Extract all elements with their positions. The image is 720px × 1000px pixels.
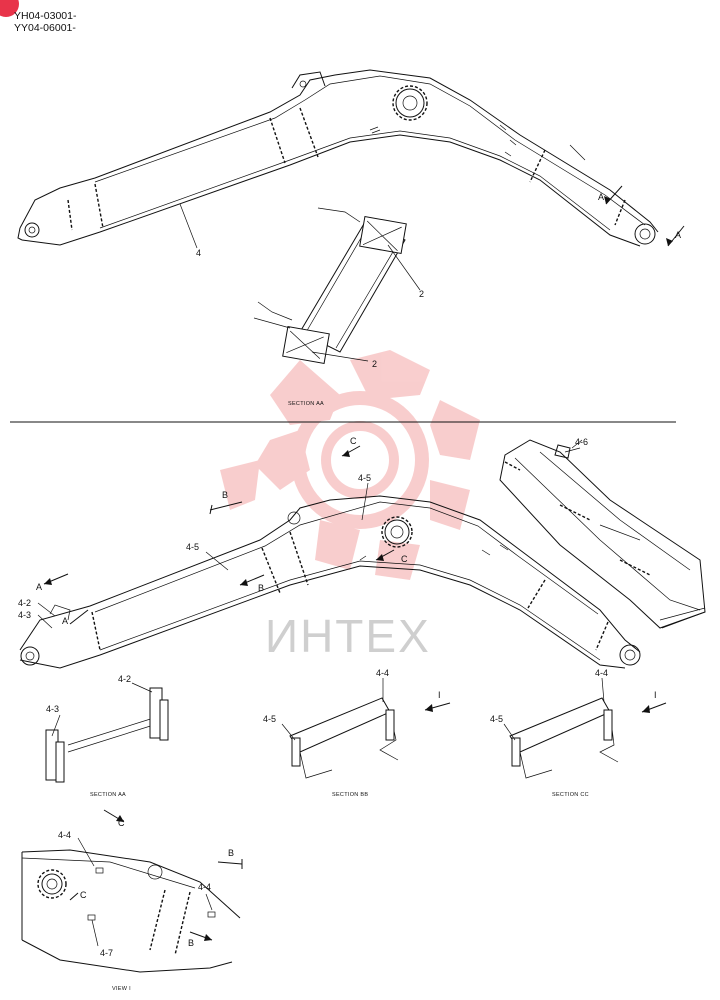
section-arrow-a: [666, 225, 685, 247]
part-label-2-lower: 2: [372, 359, 377, 369]
part-label-2-upper: 2: [419, 289, 424, 299]
part-label-4-2: 4-2: [18, 598, 31, 608]
section-cc-label-4-4: 4-4: [595, 668, 608, 678]
part-label-4-6: 4-6: [575, 437, 588, 447]
header-code-1: YH04-03001-: [14, 10, 77, 22]
watermark-text: ИНТЕХ: [265, 610, 431, 662]
boom-top-view: [17, 69, 659, 249]
part-label-4-3: 4-3: [18, 610, 31, 620]
section-arrow-a-inner-label: A: [598, 192, 604, 202]
arrow-a-left: [43, 573, 69, 585]
leader-4-2: [37, 602, 56, 617]
corner-badge: [0, 0, 19, 17]
arrow-c-mid: [375, 549, 395, 561]
arrow-b-mid-label: B: [258, 583, 264, 593]
view-1-label-4-4-left: 4-4: [58, 830, 71, 840]
arrow-c-top: [341, 445, 361, 457]
watermark-logo: [220, 350, 480, 580]
arrow-b-mid: [239, 574, 265, 586]
view-1-label-4-4-right: 4-4: [198, 882, 211, 892]
leader-4-5-left: [205, 551, 229, 571]
section-cc-label-4-5: 4-5: [490, 714, 503, 724]
section-bb-arrow-label: I: [438, 690, 441, 700]
boom-bottom-view: [19, 495, 641, 669]
section-cc: [503, 677, 667, 779]
arrow-b-top: [209, 501, 243, 515]
view-1-label-4-7: 4-7: [100, 948, 113, 958]
leader-4-5-top: [361, 482, 369, 521]
section-aa-title-top: SECTION AA: [288, 401, 324, 407]
section-bb-label-4-4: 4-4: [376, 668, 389, 678]
leader-4-3: [37, 614, 53, 629]
section-aa-lower: [45, 682, 169, 783]
section-cc-title: SECTION CC: [552, 792, 589, 798]
boom-end-detail: [499, 439, 706, 629]
header-code-2: YY04-06001-: [14, 22, 76, 34]
arrow-a-lower: [69, 609, 89, 625]
part-label-4-5-top: 4-5: [358, 473, 371, 483]
arrow-a-lower-label: A: [62, 616, 68, 626]
section-aa-label-4-3: 4-3: [46, 704, 59, 714]
view-1-title: VIEW I: [112, 986, 131, 992]
section-aa-label-4-2: 4-2: [118, 674, 131, 684]
section-aa-title: SECTION AA: [90, 792, 126, 798]
arrow-c-mid-label: C: [401, 554, 408, 564]
section-bb: [281, 678, 451, 779]
view-1-arrow-c-label: C: [118, 818, 125, 828]
arrow-a-left-label: A: [36, 582, 42, 592]
section-bb-label-4-5: 4-5: [263, 714, 276, 724]
section-arrow-a-label: A: [675, 230, 681, 240]
view-1-arrow-b-bottom-label: B: [188, 938, 194, 948]
view-1-detail: [21, 809, 243, 973]
section-aa-detail: [253, 207, 421, 364]
view-1-arrow-c-inner-label: C: [80, 890, 87, 900]
part-label-4: 4: [196, 248, 201, 258]
section-bb-title: SECTION BB: [332, 792, 368, 798]
section-cc-arrow-label: I: [654, 690, 657, 700]
arrow-c-top-label: C: [350, 436, 357, 446]
arrow-b-top-label: B: [222, 490, 228, 500]
part-label-4-5-left: 4-5: [186, 542, 199, 552]
view-1-arrow-b-top-label: B: [228, 848, 234, 858]
section-arrow-a-inner: [604, 185, 623, 205]
